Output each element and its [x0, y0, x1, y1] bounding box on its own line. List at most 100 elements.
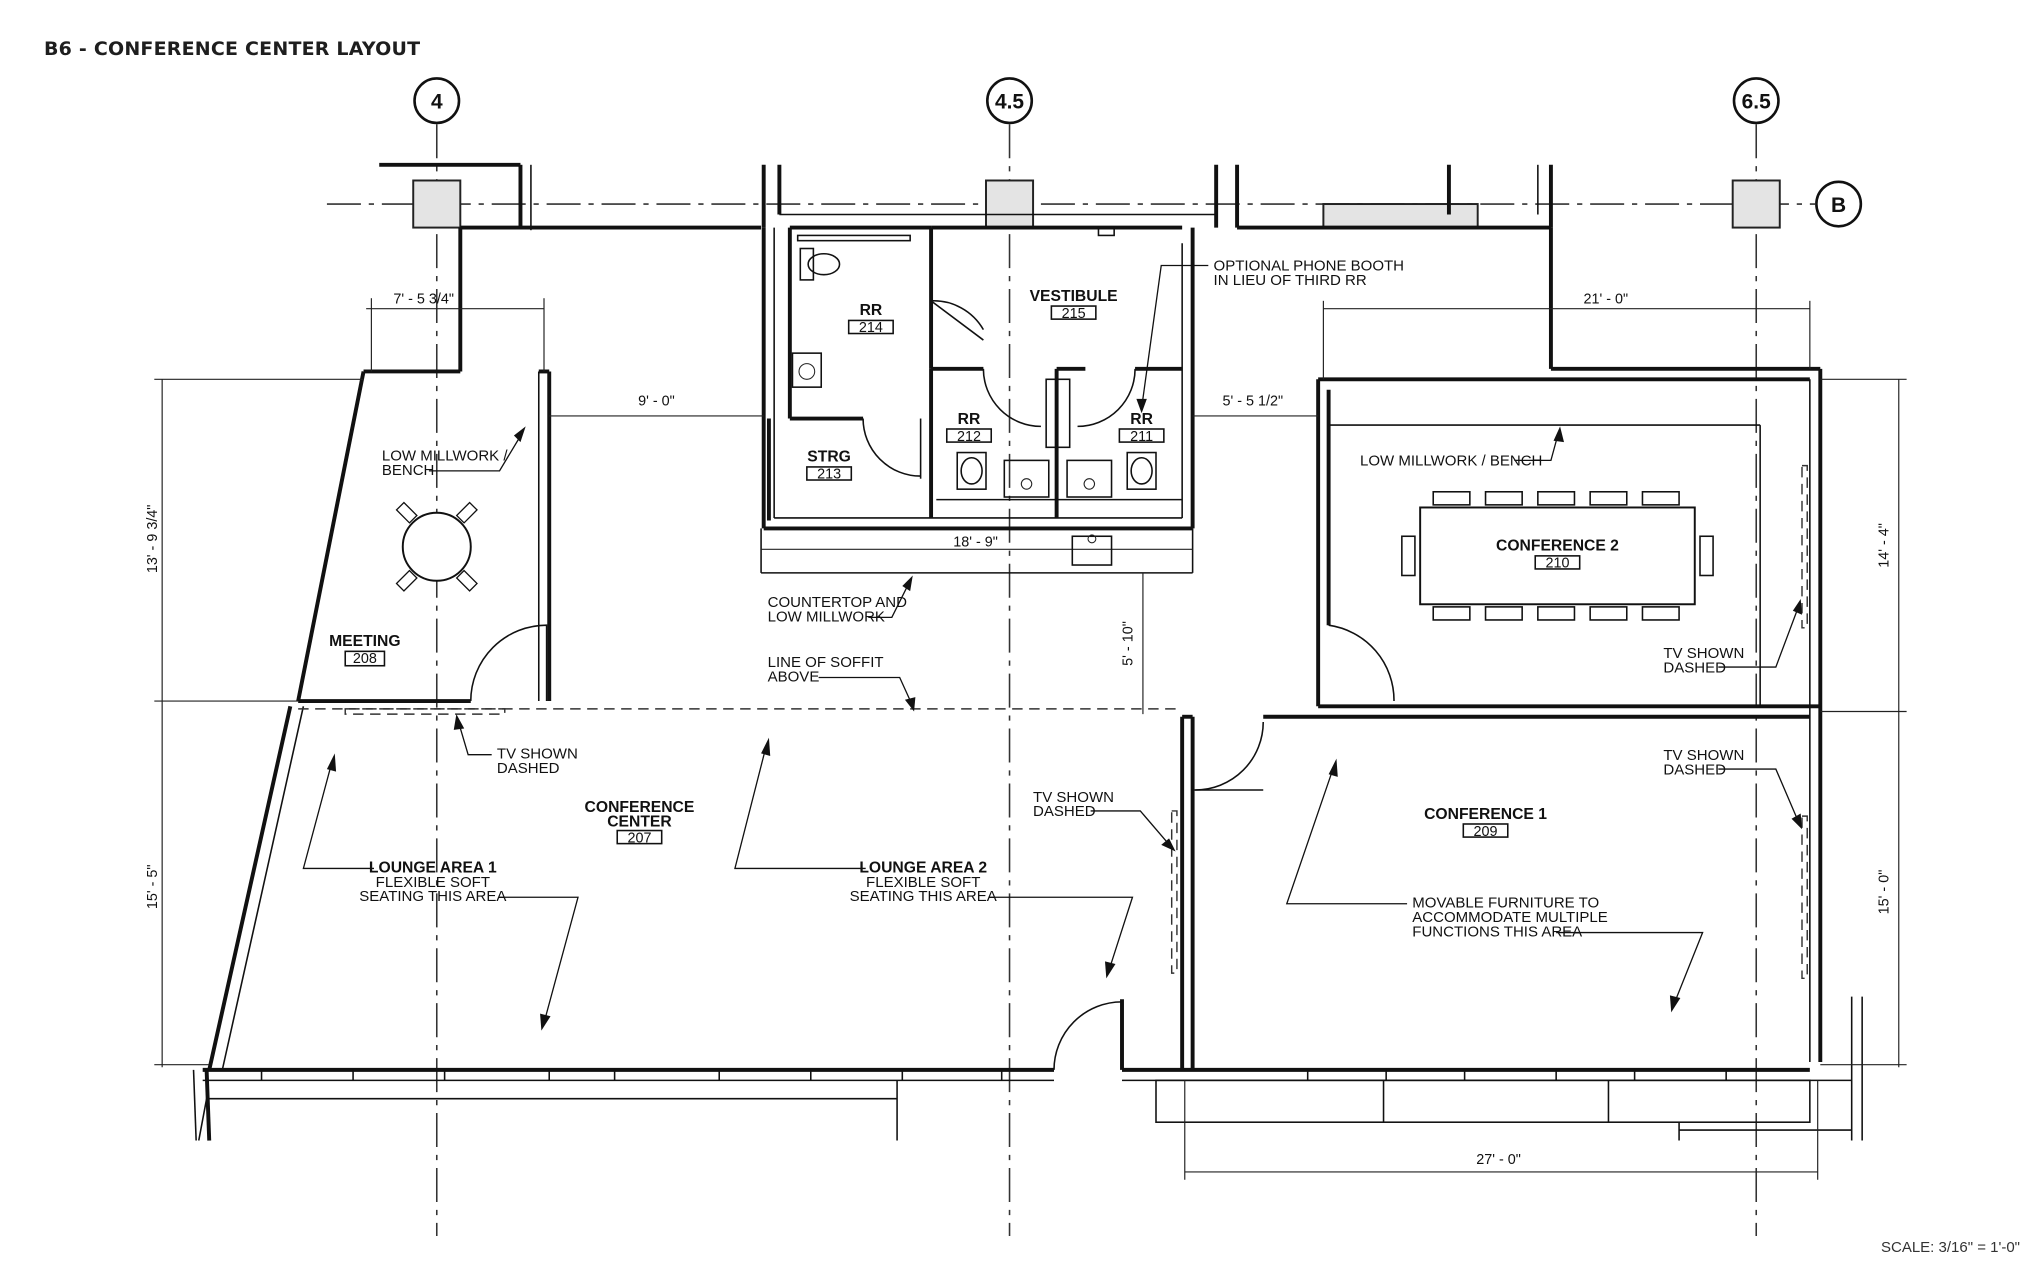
svg-text:CONFERENCE: CONFERENCE: [585, 799, 695, 816]
svg-text:TV SHOWN: TV SHOWN: [1033, 789, 1114, 806]
svg-text:15' - 5": 15' - 5": [145, 864, 161, 909]
svg-text:LOW MILLWORK: LOW MILLWORK: [768, 608, 885, 625]
svg-text:214: 214: [859, 320, 883, 336]
svg-text:215: 215: [1062, 306, 1086, 322]
conference-center-walls: [192, 705, 1863, 1141]
conference-1-walls: [1180, 714, 1810, 1070]
note-tv-center: TV SHOWN DASHED: [1033, 789, 1176, 852]
svg-text:STRG: STRG: [807, 449, 851, 466]
svg-text:DASHED: DASHED: [1663, 659, 1726, 676]
room-label-strg: STRG 213: [806, 449, 853, 483]
svg-text:5' - 5 1/2": 5' - 5 1/2": [1222, 393, 1283, 409]
conference-2-table: [1401, 490, 1714, 621]
svg-text:LOUNGE AREA 1: LOUNGE AREA 1: [369, 859, 497, 876]
drawing-scale: SCALE: 3/16" = 1'-0": [1880, 1239, 2020, 1256]
room-label-rr-214: RR 214: [847, 302, 894, 336]
countertop-millwork: [760, 528, 1194, 574]
svg-text:CONFERENCE 2: CONFERENCE 2: [1496, 538, 1619, 555]
svg-text:SEATING THIS AREA: SEATING THIS AREA: [850, 888, 997, 905]
restroom-fixtures: [791, 226, 1157, 498]
grid-bubble-4-5: 4.5: [986, 77, 1034, 125]
meeting-room-208-walls: [296, 227, 552, 704]
svg-text:4.5: 4.5: [995, 91, 1024, 114]
note-lounge-1: LOUNGE AREA 1 FLEXIBLE SOFT SEATING THIS…: [302, 753, 579, 1031]
room-label-vestibule: VESTIBULE 215: [1030, 288, 1118, 322]
svg-text:COUNTERTOP AND: COUNTERTOP AND: [768, 594, 907, 611]
note-tv-meeting: TV SHOWN DASHED: [453, 714, 578, 777]
note-millwork-left: LOW MILLWORK / BENCH: [382, 426, 526, 479]
svg-text:RR: RR: [860, 302, 883, 319]
note-countertop: COUNTERTOP AND LOW MILLWORK: [768, 575, 913, 625]
svg-text:MOVABLE FURNITURE TO: MOVABLE FURNITURE TO: [1412, 895, 1599, 912]
svg-text:FLEXIBLE SOFT: FLEXIBLE SOFT: [866, 874, 980, 891]
svg-text:TV SHOWN: TV SHOWN: [497, 746, 578, 763]
room-label-conference-1: CONFERENCE 1 209: [1424, 806, 1547, 840]
svg-text:27' - 0": 27' - 0": [1476, 1152, 1521, 1168]
room-label-rr-212: RR 212: [945, 411, 993, 445]
svg-text:14' - 4": 14' - 4": [1876, 523, 1892, 568]
note-millwork-right: LOW MILLWORK / BENCH: [1360, 426, 1564, 470]
svg-text:LOW MILLWORK / BENCH: LOW MILLWORK / BENCH: [1360, 453, 1542, 470]
structural-columns: [412, 179, 1781, 229]
svg-text:211: 211: [1130, 429, 1153, 445]
note-soffit: LINE OF SOFFIT ABOVE: [768, 654, 916, 712]
conference-2-walls: [1316, 227, 1823, 1063]
svg-text:209: 209: [1474, 824, 1498, 840]
svg-text:ACCOMMODATE MULTIPLE: ACCOMMODATE MULTIPLE: [1412, 909, 1607, 926]
svg-text:LOW MILLWORK /: LOW MILLWORK /: [382, 447, 509, 464]
restroom-core-walls: [761, 225, 1195, 531]
svg-text:RR: RR: [1130, 411, 1153, 428]
svg-text:5' - 10": 5' - 10": [1120, 621, 1136, 666]
svg-text:CENTER: CENTER: [607, 814, 671, 831]
grid-bubble-6-5: 6.5: [1732, 77, 1780, 125]
svg-text:VESTIBULE: VESTIBULE: [1030, 288, 1118, 305]
svg-text:ABOVE: ABOVE: [768, 668, 820, 685]
svg-text:DASHED: DASHED: [1663, 761, 1726, 778]
dimension-labels: 7' - 5 3/4" 9' - 0" 13' - 9 3/4" 18' - 9…: [145, 291, 1892, 1168]
svg-text:DASHED: DASHED: [1033, 803, 1096, 820]
grid-lines: [326, 124, 1816, 1236]
svg-text:IN LIEU OF THIRD RR: IN LIEU OF THIRD RR: [1214, 272, 1367, 289]
note-tv-conf1: TV SHOWN DASHED: [1663, 747, 1802, 830]
svg-text:6.5: 6.5: [1742, 91, 1771, 114]
note-phone-booth: OPTIONAL PHONE BOOTH IN LIEU OF THIRD RR: [1136, 258, 1404, 414]
svg-text:207: 207: [627, 830, 651, 846]
note-lounge-2: LOUNGE AREA 2 FLEXIBLE SOFT SEATING THIS…: [734, 737, 1134, 979]
room-label-conference-center: CONFERENCE CENTER 207: [585, 799, 695, 846]
svg-text:FLEXIBLE SOFT: FLEXIBLE SOFT: [376, 874, 490, 891]
svg-text:CONFERENCE 1: CONFERENCE 1: [1424, 806, 1547, 823]
window-mullions: [260, 1069, 1727, 1081]
svg-text:208: 208: [353, 651, 377, 667]
svg-text:SEATING THIS AREA: SEATING THIS AREA: [359, 888, 506, 905]
svg-text:4: 4: [431, 91, 443, 114]
svg-text:9' - 0": 9' - 0": [638, 393, 675, 409]
svg-text:FUNCTIONS THIS AREA: FUNCTIONS THIS AREA: [1412, 923, 1582, 940]
svg-text:OPTIONAL PHONE BOOTH: OPTIONAL PHONE BOOTH: [1214, 258, 1404, 275]
svg-text:213: 213: [817, 467, 841, 483]
north-walls: [379, 162, 1553, 231]
note-movable-furniture: MOVABLE FURNITURE TO ACCOMMODATE MULTIPL…: [1285, 758, 1704, 1013]
meeting-table: [395, 501, 478, 592]
svg-text:212: 212: [957, 429, 981, 445]
svg-text:DASHED: DASHED: [497, 760, 560, 777]
svg-text:B: B: [1831, 194, 1846, 217]
room-label-rr-211: RR 211: [1118, 411, 1165, 445]
svg-text:RR: RR: [958, 411, 981, 428]
svg-text:TV SHOWN: TV SHOWN: [1663, 747, 1744, 764]
svg-text:LINE OF SOFFIT: LINE OF SOFFIT: [768, 654, 884, 671]
grid-bubble-4: 4: [413, 77, 461, 125]
svg-text:15' - 0": 15' - 0": [1876, 870, 1892, 915]
svg-text:BENCH: BENCH: [382, 462, 435, 479]
svg-text:7' - 5 3/4": 7' - 5 3/4": [393, 291, 454, 307]
svg-text:13' - 9 3/4": 13' - 9 3/4": [145, 505, 161, 574]
page-title: B6 - CONFERENCE CENTER LAYOUT: [44, 38, 421, 60]
note-tv-conf2: TV SHOWN DASHED: [1663, 599, 1802, 676]
room-label-meeting: MEETING 208: [329, 633, 400, 667]
svg-text:TV SHOWN: TV SHOWN: [1663, 645, 1744, 662]
grid-bubble-b: B: [1815, 180, 1863, 228]
svg-text:210: 210: [1545, 556, 1569, 572]
svg-text:LOUNGE AREA 2: LOUNGE AREA 2: [859, 859, 987, 876]
dimension-lines: [154, 298, 1907, 1180]
svg-text:MEETING: MEETING: [329, 633, 400, 650]
